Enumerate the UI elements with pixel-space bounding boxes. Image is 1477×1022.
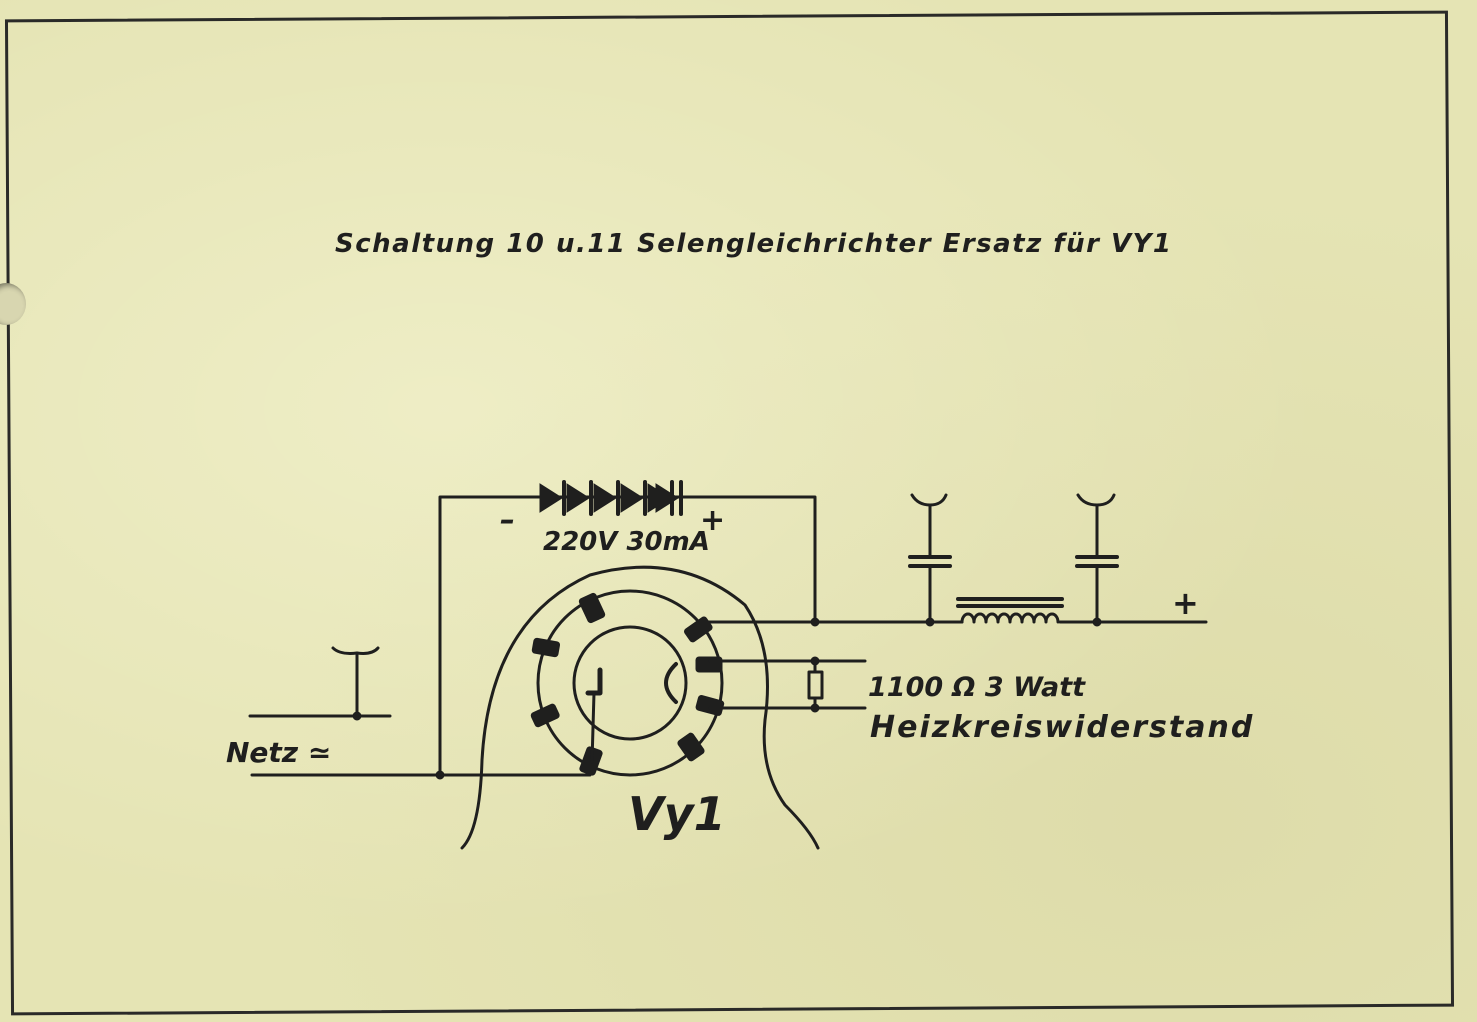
heater-resistor <box>708 656 867 713</box>
tube-name-label: Vy1 <box>628 787 726 841</box>
resistor-name-label: Heizkreiswiderstand <box>870 710 1254 745</box>
filter-capacitor-1 <box>908 493 952 624</box>
output-bus <box>698 617 1208 627</box>
cable-outline <box>460 565 820 850</box>
schematic-title: Schaltung 10 u.11 Selengleichrichter Ers… <box>335 229 1173 259</box>
choke-coil <box>956 597 1064 624</box>
mains-input <box>248 646 592 780</box>
filter-capacitor-2 <box>1075 493 1119 624</box>
netz-label: Netz ≃ <box>226 736 331 769</box>
output-plus-label: + <box>1172 584 1199 622</box>
tube-socket-vy1 <box>530 589 725 777</box>
rectifier-rating-label: 220V 30mA <box>543 527 710 557</box>
selenium-rectifier <box>539 480 683 516</box>
rectifier-plus-label: + <box>700 503 725 538</box>
resistor-value-label: 1100 Ω 3 Watt <box>868 672 1086 703</box>
rectifier-minus-label: – <box>500 503 515 538</box>
